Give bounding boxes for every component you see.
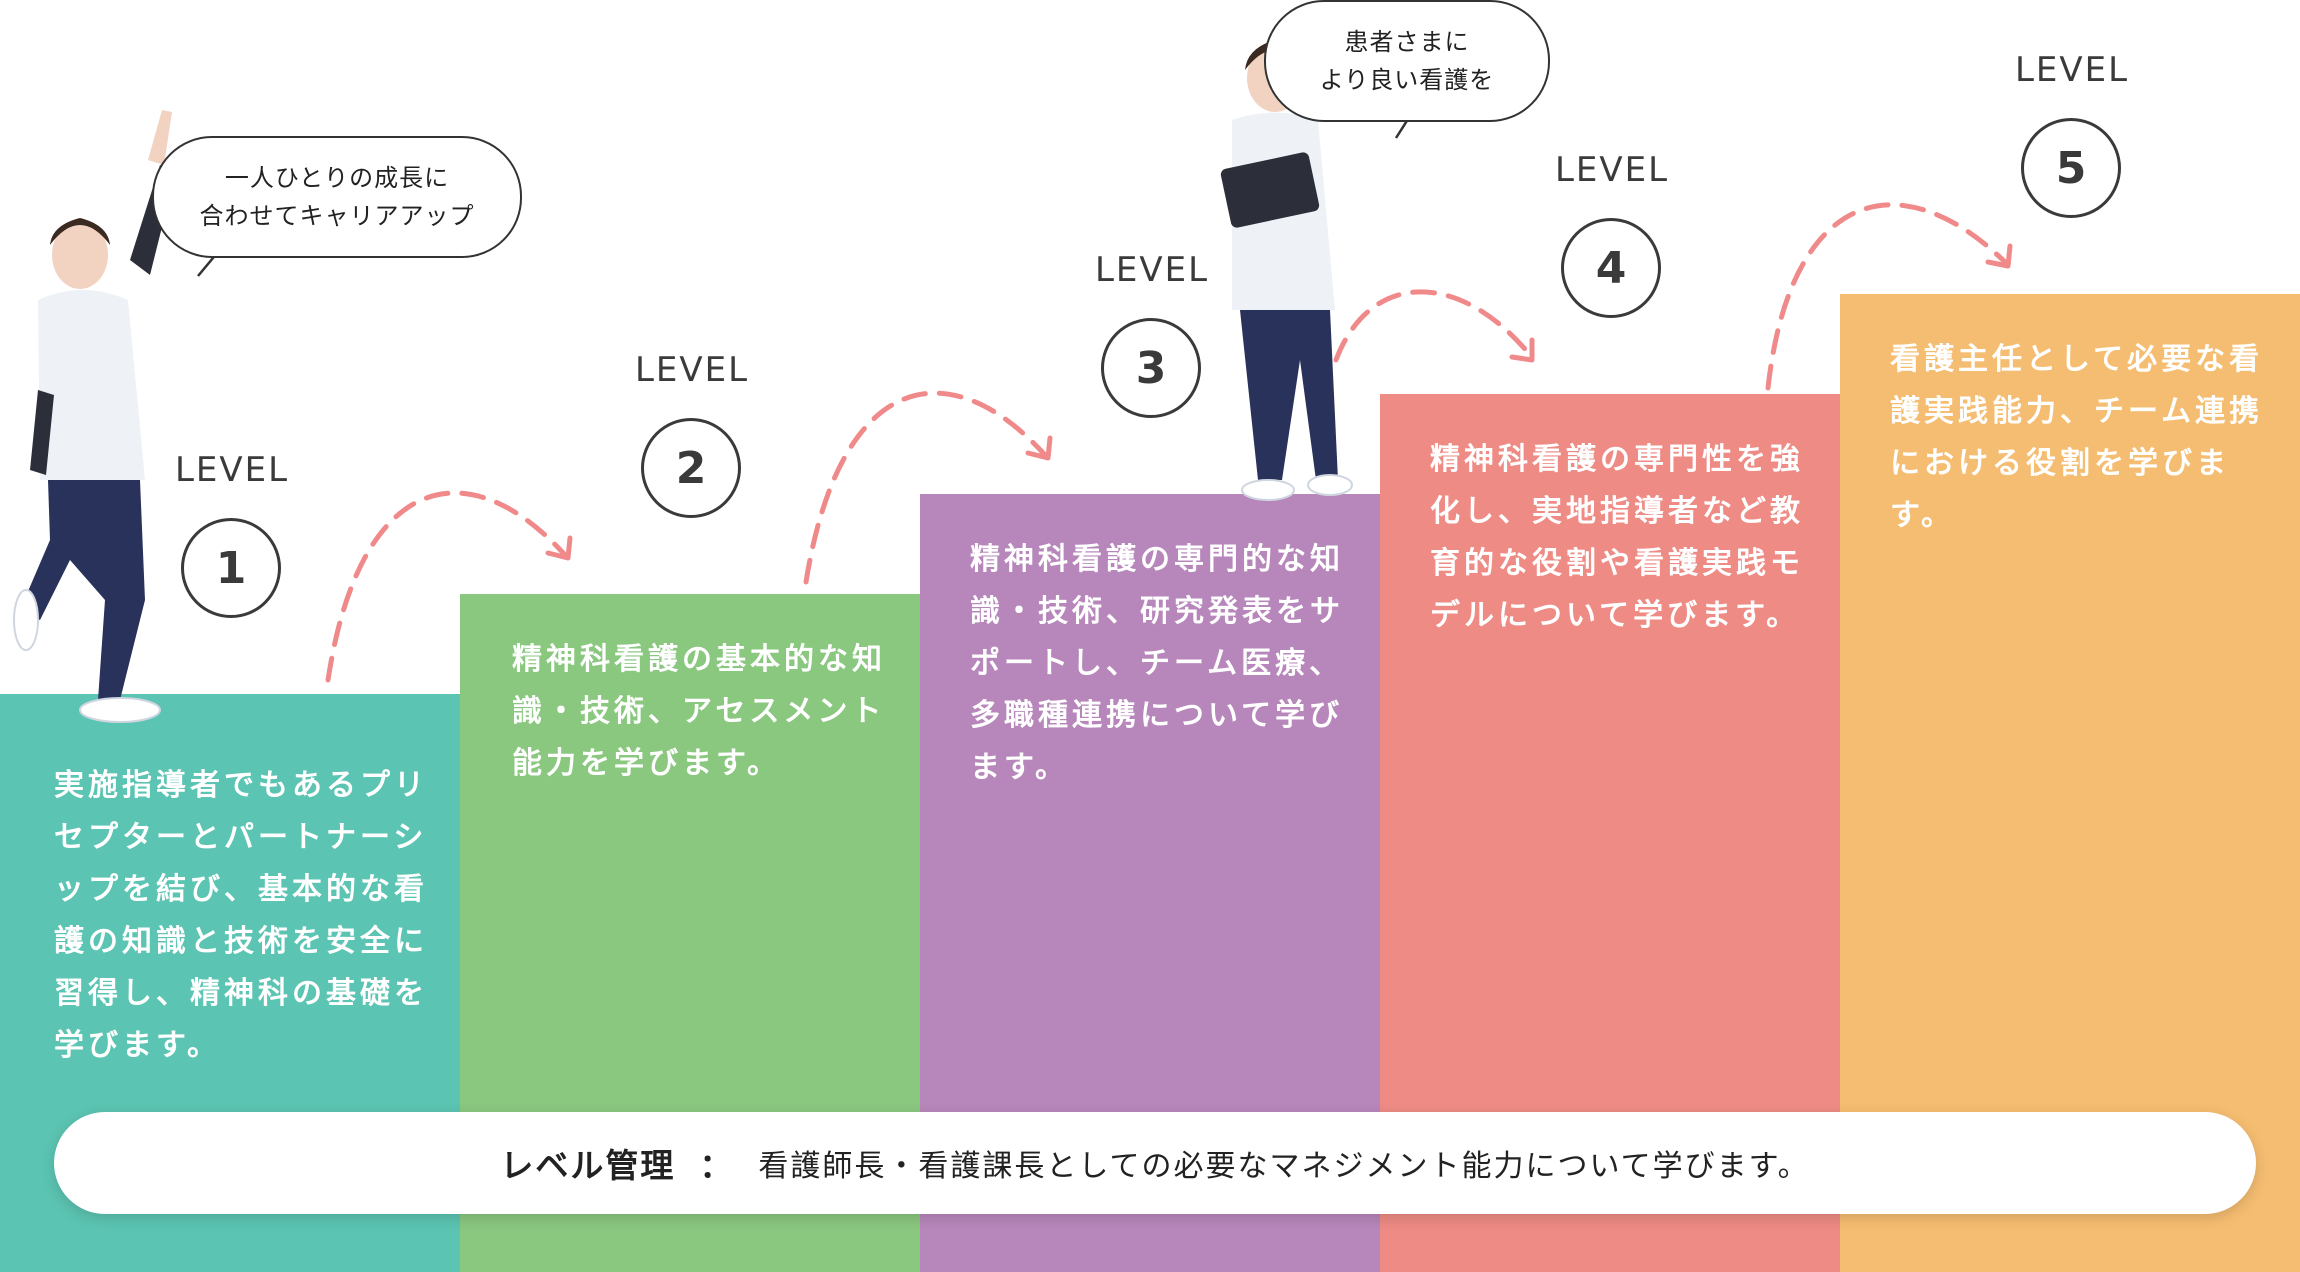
level-3-description: 精神科看護の専門的な知識・技術、研究発表をサポートし、チーム医療、多職種連携につ… [970,542,1344,785]
speech-bubble-left-line1: 一人ひとりの成長に [224,164,450,192]
arrow-1-to-2 [325,490,568,683]
management-level-text: 看護師長・看護課長としての必要なマネジメント能力について学びます。 [758,1149,1810,1184]
level-4-description: 精神科看護の専門性を強化し、実地指導者など教育的な役割や看護実践モデルについて学… [1430,442,1804,633]
level-4-label: LEVEL [1554,150,1670,190]
level-5-number: 5 [2021,118,2121,218]
level-5-label: LEVEL [2014,50,2130,90]
management-level-bar: レベル管理 ： 看護師長・看護課長としての必要なマネジメント能力について学びます… [54,1112,2256,1214]
speech-bubble-right-line2: より良い看護を [1319,66,1495,94]
level-2-description: 精神科看護の基本的な知識・技術、アセスメント能力を学びます。 [512,642,886,781]
level-1-number: 1 [181,518,281,618]
level-5-description: 看護主任として必要な看護実践能力、チーム連携における役割を学びます。 [1890,342,2264,533]
nurse-figure-left [13,110,175,723]
arrow-3-to-4 [1333,289,1533,363]
level-3-number: 3 [1101,318,1201,418]
arrowhead-1 [545,535,573,561]
level-1-description: 実施指導者でもあるプリセプターとパートナーシップを結び、基本的な看護の知識と技術… [54,768,428,1063]
level-2-number: 2 [641,418,741,518]
level-3-label: LEVEL [1094,250,1210,290]
level-1-label: LEVEL [174,450,290,490]
speech-bubble-left-line2: 合わせてキャリアアップ [199,202,475,230]
speech-bubble-right-line1: 患者さまに [1344,28,1470,56]
arrow-4-to-5 [1765,202,2008,391]
level-4-number: 4 [1561,218,1661,318]
speech-bubble-left: 一人ひとりの成長に 合わせてキャリアアップ [152,136,522,258]
management-level-separator: ： [699,1146,735,1185]
arrowhead-4 [1985,243,2013,269]
level-2-label: LEVEL [634,350,750,390]
arrowhead-3 [1509,337,1535,363]
level-5-step: 看護主任として必要な看護実践能力、チーム連携における役割を学びます。 [1840,294,2300,1272]
nurse-figure-right [1220,40,1353,501]
management-level-title: レベル管理 [500,1146,676,1185]
arrow-2-to-3 [803,390,1048,585]
arrowhead-2 [1025,435,1053,461]
speech-bubble-right: 患者さまに より良い看護を [1264,0,1550,122]
